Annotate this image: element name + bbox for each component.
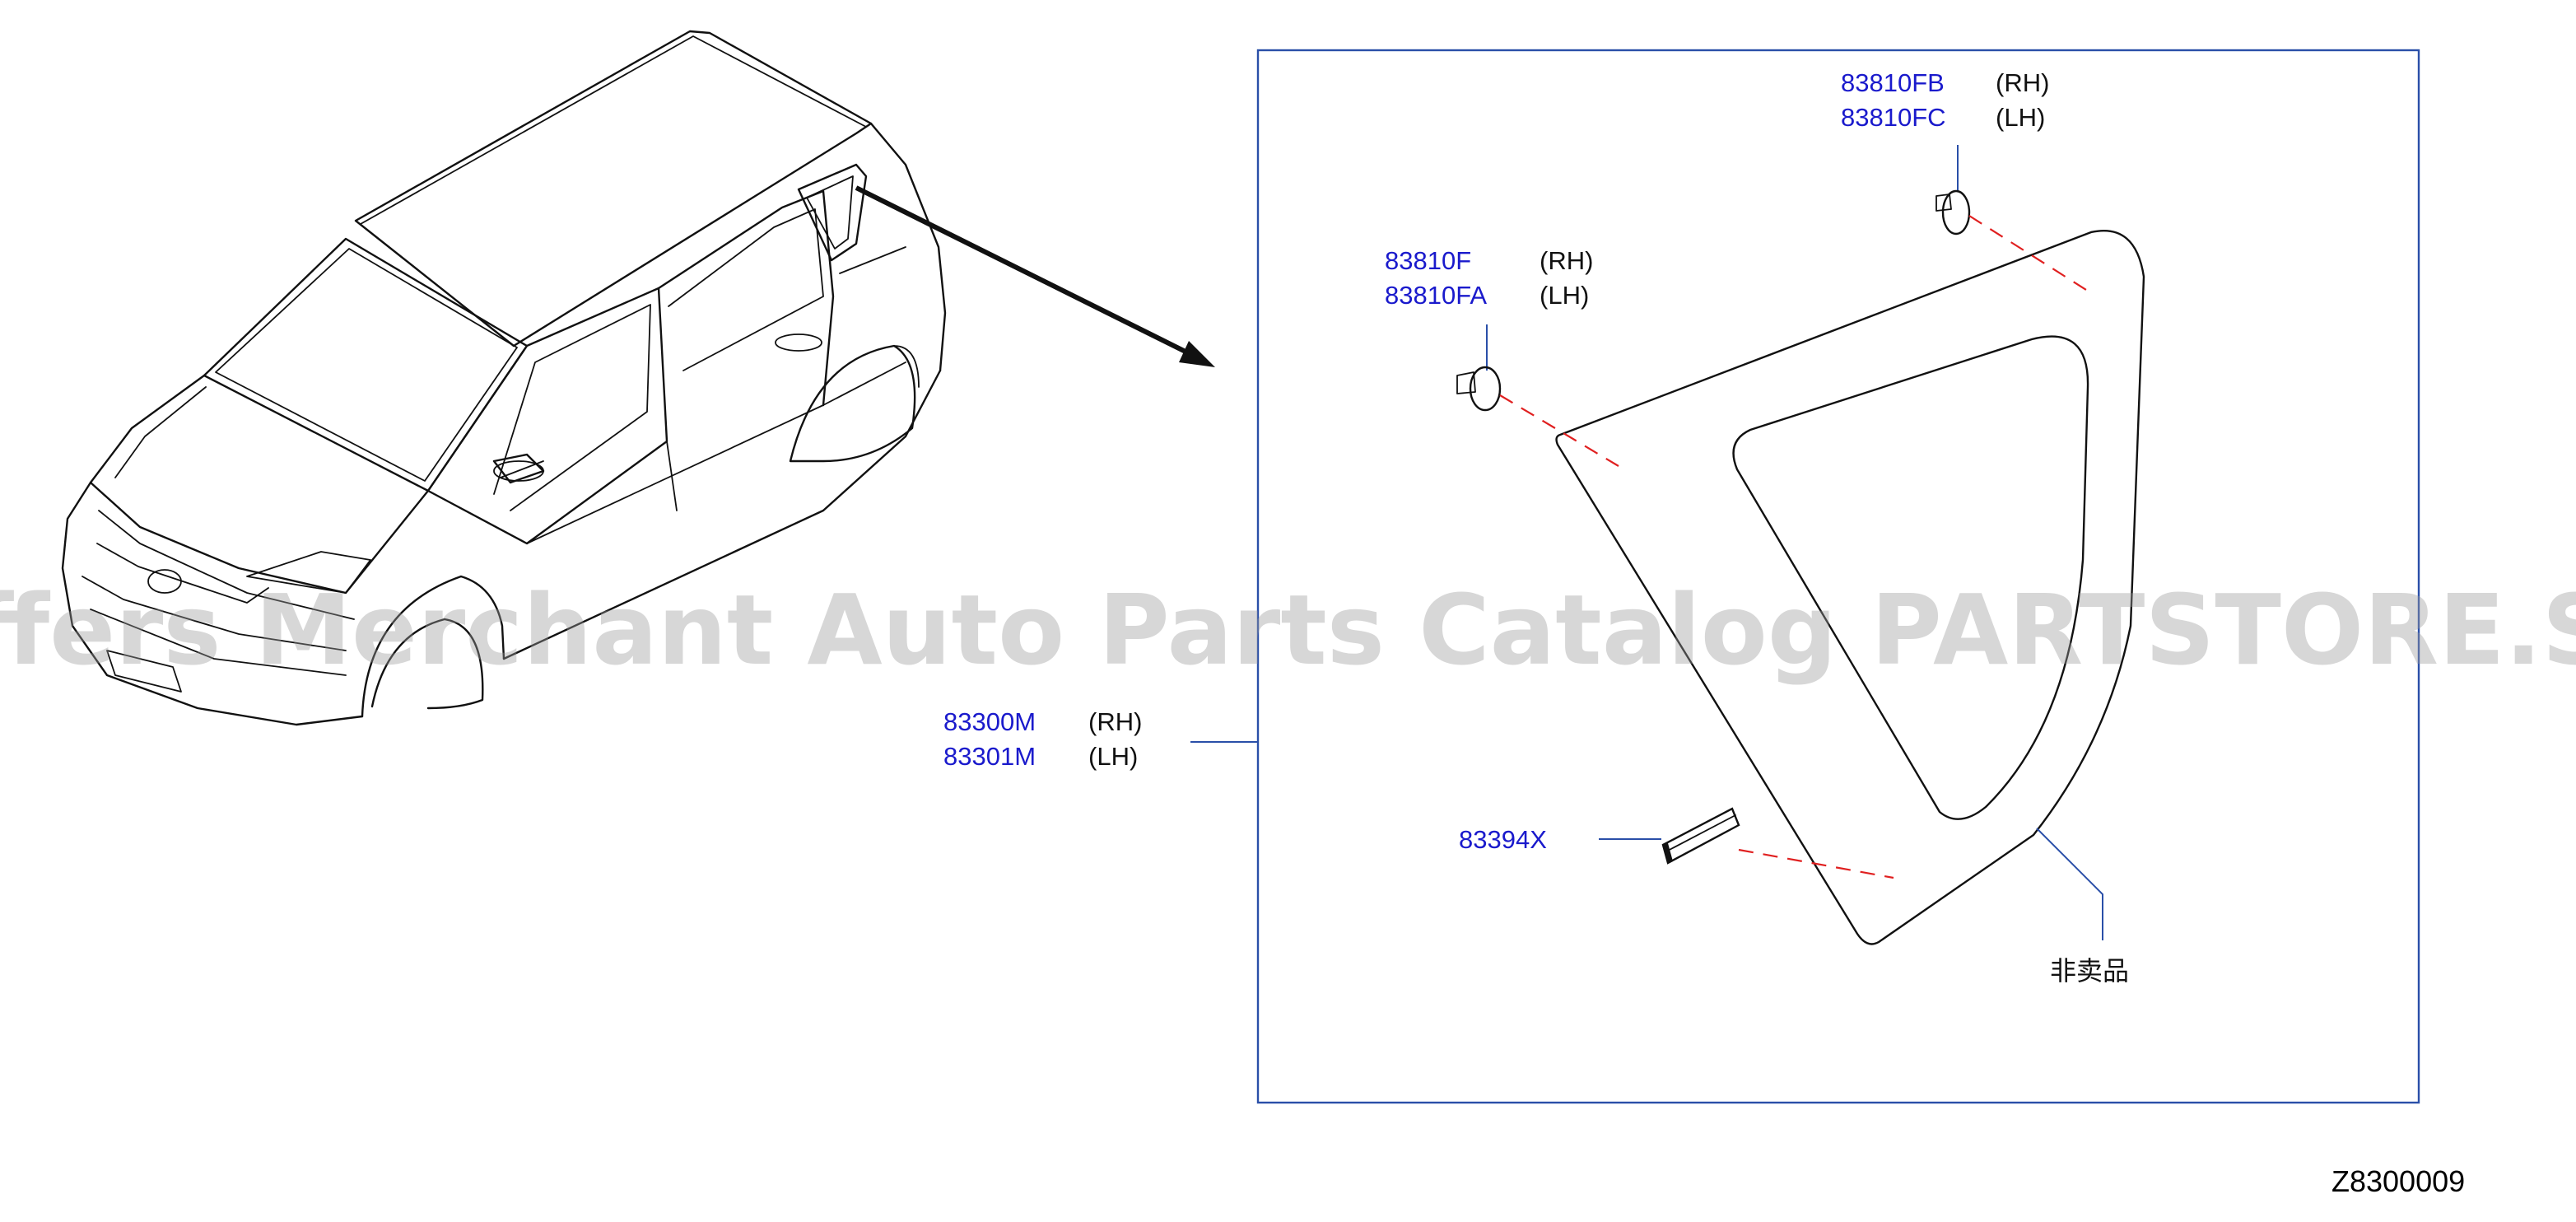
part-link-83300M[interactable]: 83300M [943,707,1036,736]
callout-spacer: 83394X [1459,825,1547,854]
vehicle-illustration [61,30,947,726]
side-label-rh: (RH) [1996,68,2049,97]
callout-clip-upper: 83810FB (RH) 83810FC (LH) [1841,68,2049,132]
part-link-83394X[interactable]: 83394X [1459,825,1547,854]
watermark: Offers Merchant Auto Parts Catalog PARTS… [0,573,2576,687]
quarter-glass-illustration [1555,230,2145,945]
side-label-rh: (RH) [1540,246,1593,275]
detail-arrow [855,185,1215,367]
side-label-lh: (LH) [1996,103,2045,132]
spacer-illustration [1599,807,1894,879]
side-label-rh: (RH) [1088,707,1142,736]
clip-upper-illustration [1935,145,2087,291]
not-sold-note: 非卖品 [2050,955,2129,986]
clip-lower-illustration [1456,324,1619,467]
side-label-lh: (LH) [1540,281,1589,310]
part-link-83810FB[interactable]: 83810FB [1841,68,1945,97]
callout-clip-lower: 83810F (RH) 83810FA (LH) [1385,246,1593,310]
part-link-83810F[interactable]: 83810F [1385,246,1471,275]
part-link-83301M[interactable]: 83301M [943,742,1036,771]
part-link-83810FA[interactable]: 83810FA [1385,281,1487,310]
part-link-83810FC[interactable]: 83810FC [1841,103,1946,132]
not-sold-leader-line [2036,828,2103,940]
detail-frame [1256,49,2420,1104]
side-label-lh: (LH) [1088,742,1138,771]
diagram-code: Z8300009 [2331,1164,2465,1198]
callout-glass: 83300M (RH) 83301M (LH) [943,707,1142,771]
